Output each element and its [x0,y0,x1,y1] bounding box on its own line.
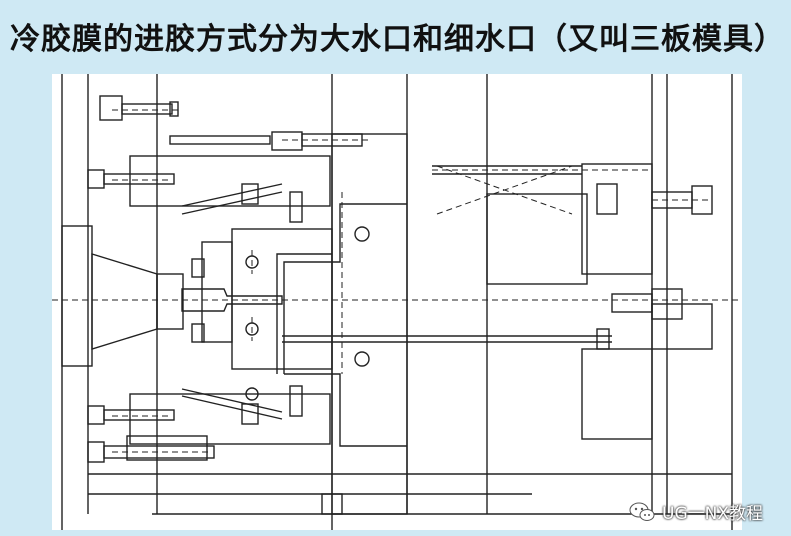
slide-title: 冷胶膜的进胶方式分为大水口和细水口（又叫三板模具） [10,22,785,57]
watermark-text: UG一NX教程 [662,504,763,524]
mold-cross-section [52,74,742,530]
mold-drawing [52,74,742,530]
wechat-icon [629,502,655,521]
watermark: UG一NX教程 [628,499,763,524]
